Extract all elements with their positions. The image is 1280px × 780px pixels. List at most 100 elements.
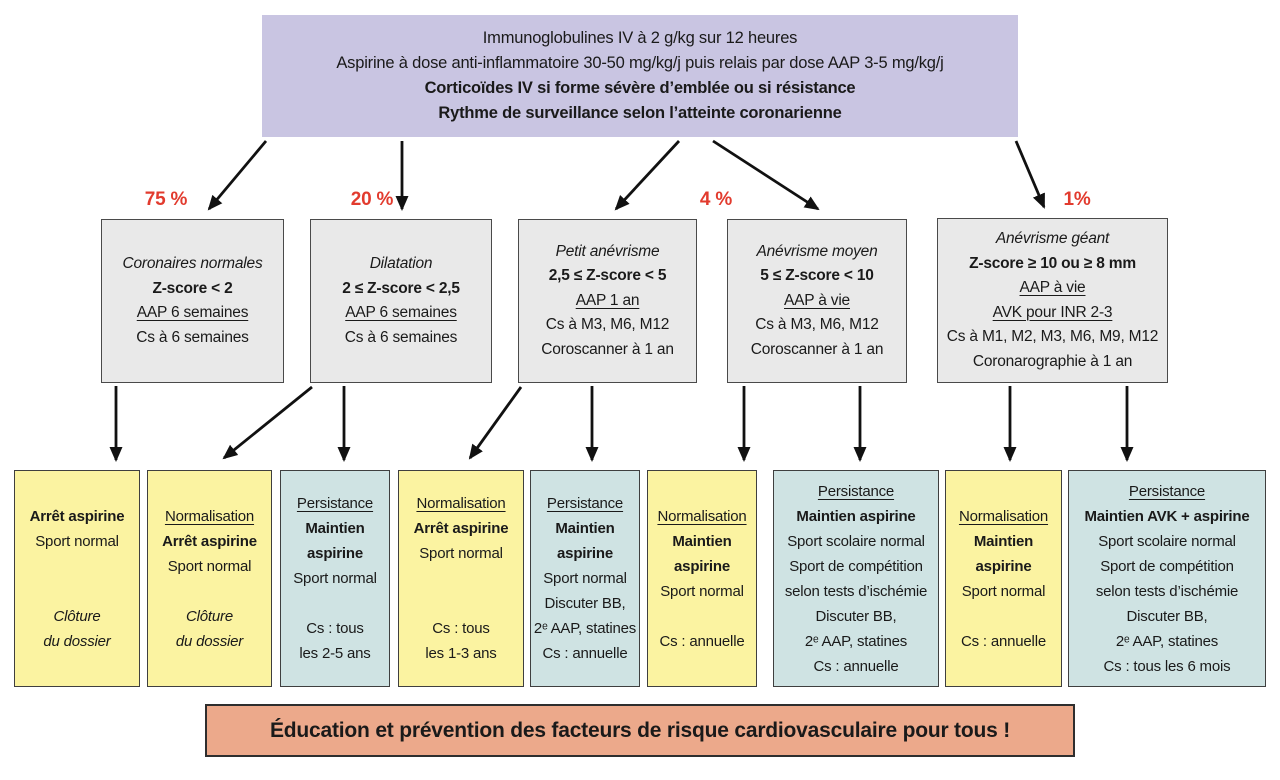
treatment-protocol-box: Immunoglobulines IV à 2 g/kg sur 12 heur… (262, 15, 1018, 137)
text-line: Sport scolaire normal (787, 532, 925, 550)
branch-percent-20: 20 % (350, 189, 394, 210)
text-line: Maintien AVK + aspirine (1084, 507, 1250, 525)
text-line: Cs à 6 semaines (136, 328, 249, 346)
text-line: Arrêt aspirine (413, 520, 509, 537)
text-line: Sport normal (35, 532, 119, 550)
text-line: Dilatation (369, 255, 433, 272)
text-line: Sport scolaire normal (1098, 532, 1236, 550)
text-line: Arrêt aspirine (29, 507, 125, 525)
text-line: Cs : tous les 6 mois (1103, 657, 1231, 675)
text-line: Sport normal (660, 582, 744, 600)
text-line: Cs à M1, M2, M3, M6, M9, M12 (946, 328, 1159, 345)
text-line: aspirine (674, 557, 730, 575)
text-line: Aspirine à dose anti-inflammatoire 30-50… (336, 54, 944, 72)
text-line: Cs : tous (432, 620, 490, 637)
arrow-root-to-small-aneurysm (614, 140, 681, 211)
text-line: Discuter BB, (544, 595, 626, 612)
text-line: Normalisation (416, 495, 506, 512)
text-line: Z-score ≥ 10 ou ≥ 8 mm (969, 254, 1136, 272)
severity-box-medium-aneurysm: Anévrisme moyen 5 ≤ Z-score < 10 AAP à vie… (727, 219, 907, 383)
text-line: AAP 1 an (575, 291, 640, 309)
text-line: selon tests d’ischémie (784, 582, 928, 600)
text-line: Cs : annuelle (961, 632, 1046, 650)
text-line: Anévrisme moyen (756, 242, 878, 260)
arrow-small-to-outcome4 (468, 386, 523, 460)
text-line: AAP 6 semaines (136, 304, 249, 321)
severity-box-small-aneurysm: Petit anévrisme 2,5 ≤ Z-score < 5 AAP 1 an… (518, 219, 697, 383)
text-line: les 1-3 ans (425, 645, 497, 662)
text-line: AAP 6 semaines (345, 304, 457, 321)
text-line: Immunoglobulines IV à 2 g/kg sur 12 heur… (482, 29, 798, 47)
text-line: Sport normal (167, 557, 252, 575)
text-line: Clôture (53, 607, 101, 625)
text-line: du dossier (175, 632, 244, 650)
text-line: 2ᵉ AAP, statines (1115, 632, 1219, 650)
text-line: Sport normal (961, 582, 1046, 600)
branch-percent-75: 75 % (144, 189, 188, 210)
text-line: Maintien (973, 532, 1034, 550)
footer-education-box: Éducation et prévention des facteurs de … (205, 704, 1075, 757)
branch-percent-4: 4 % (699, 189, 733, 210)
text-line: Cs à 6 semaines (344, 328, 458, 346)
text-line: Coronarographie à 1 an (972, 352, 1133, 370)
text-line: Anévrisme géant (995, 230, 1110, 247)
text-line: AVK pour INR 2-3 (992, 303, 1113, 321)
text-line: Corticoïdes IV si forme sévère d’emblée … (424, 79, 856, 97)
text-line: Clôture (186, 607, 233, 625)
text-line: Petit anévrisme (555, 242, 660, 260)
text-line: Coroscanner à 1 an (750, 340, 884, 358)
text-line: Persistance (817, 482, 895, 500)
text-line: Cs à M3, M6, M12 (545, 316, 670, 334)
text-line: Normalisation (958, 507, 1049, 525)
text-line: Cs à M3, M6, M12 (755, 316, 879, 334)
text-line: Normalisation (164, 507, 255, 525)
text-line: Persistance (1128, 482, 1206, 500)
text-line: Maintien aspirine (796, 507, 916, 525)
arrow-root-to-normal (207, 140, 268, 211)
text-line: Normalisation (657, 507, 747, 525)
text-line: Cs : tous (306, 620, 364, 637)
text-line: Arrêt aspirine (162, 532, 257, 550)
text-line: les 2-5 ans (299, 645, 371, 662)
text-line: Sport normal (293, 570, 377, 587)
text-line: Persistance (296, 495, 374, 512)
text-line: Coroscanner à 1 an (541, 340, 674, 358)
text-line: aspirine (557, 545, 613, 562)
text-line: Discuter BB, (1126, 607, 1208, 625)
text-line: Maintien (305, 520, 365, 537)
text-line: AAP à vie (784, 291, 850, 309)
text-line: Discuter BB, (815, 607, 897, 625)
text-line: 5 ≤ Z-score < 10 (760, 267, 874, 285)
text-line: Sport normal (419, 545, 503, 562)
text-line: Maintien (672, 532, 732, 550)
text-line: Cs : annuelle (542, 645, 628, 662)
text-line: du dossier (43, 632, 111, 650)
text-line: Sport de compétition (1100, 557, 1234, 575)
text-line: Sport de compétition (789, 557, 923, 575)
text-line: Z-score < 2 (152, 279, 233, 297)
arrow-root-to-giant-aneurysm (1014, 140, 1046, 209)
text-line: aspirine (307, 545, 363, 562)
text-line: 2ᵉ AAP, statines (804, 632, 908, 650)
text-line: 2ᵉ AAP, statines (533, 620, 637, 637)
text-line: Coronaires normales (122, 255, 263, 272)
text-line: aspirine (975, 557, 1032, 575)
text-line: Cs : annuelle (813, 657, 899, 675)
text-line: 2 ≤ Z-score < 2,5 (342, 279, 460, 297)
text-line: Rythme de surveillance selon l’atteinte … (438, 104, 842, 122)
text-line: Persistance (546, 495, 624, 512)
text-line: 2,5 ≤ Z-score < 5 (548, 267, 667, 285)
